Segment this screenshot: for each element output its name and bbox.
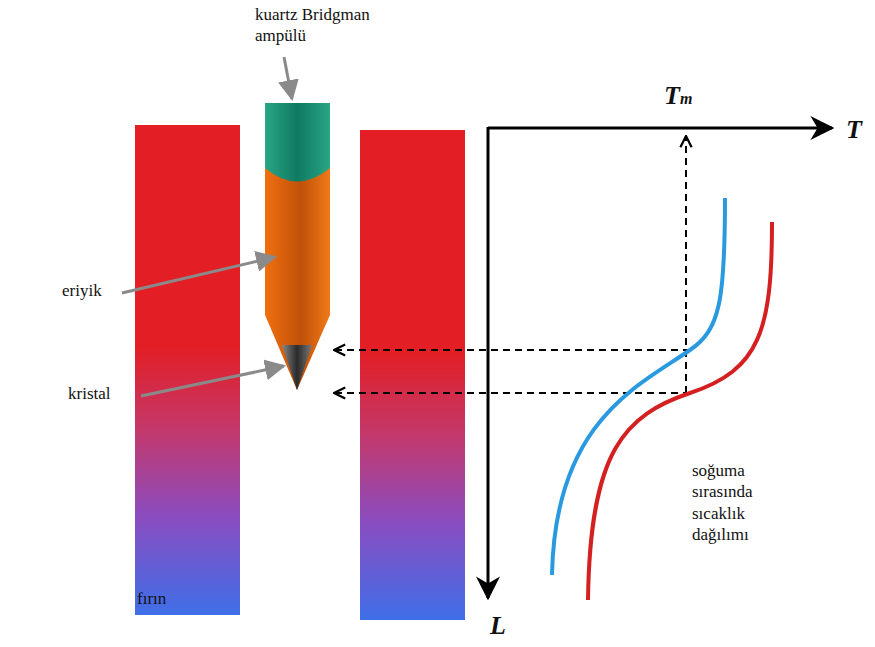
furnace-wall (360, 130, 465, 620)
part-label: fırın (137, 588, 182, 609)
axis-label: L (490, 610, 515, 643)
melt-body (265, 165, 330, 390)
part-label: kristal (68, 383, 138, 404)
leader-line (141, 366, 284, 396)
part-label: eriyik (62, 280, 122, 301)
axis-line (488, 127, 832, 130)
dashed-guide (334, 349, 690, 351)
furnace-wall (135, 125, 240, 615)
dashed-guide (334, 392, 690, 394)
axis-line (487, 127, 490, 598)
axis-label: T (846, 114, 871, 147)
ampoule-cap (265, 103, 330, 182)
curve-note: soğuma sırasında sıcaklık dağılımı (692, 460, 787, 545)
crystal (282, 345, 312, 390)
part-label: kuartz Bridgman ampülü (255, 4, 390, 47)
leader-line (122, 257, 275, 293)
leader-line (284, 57, 292, 99)
axis-value: Tm (664, 80, 714, 113)
